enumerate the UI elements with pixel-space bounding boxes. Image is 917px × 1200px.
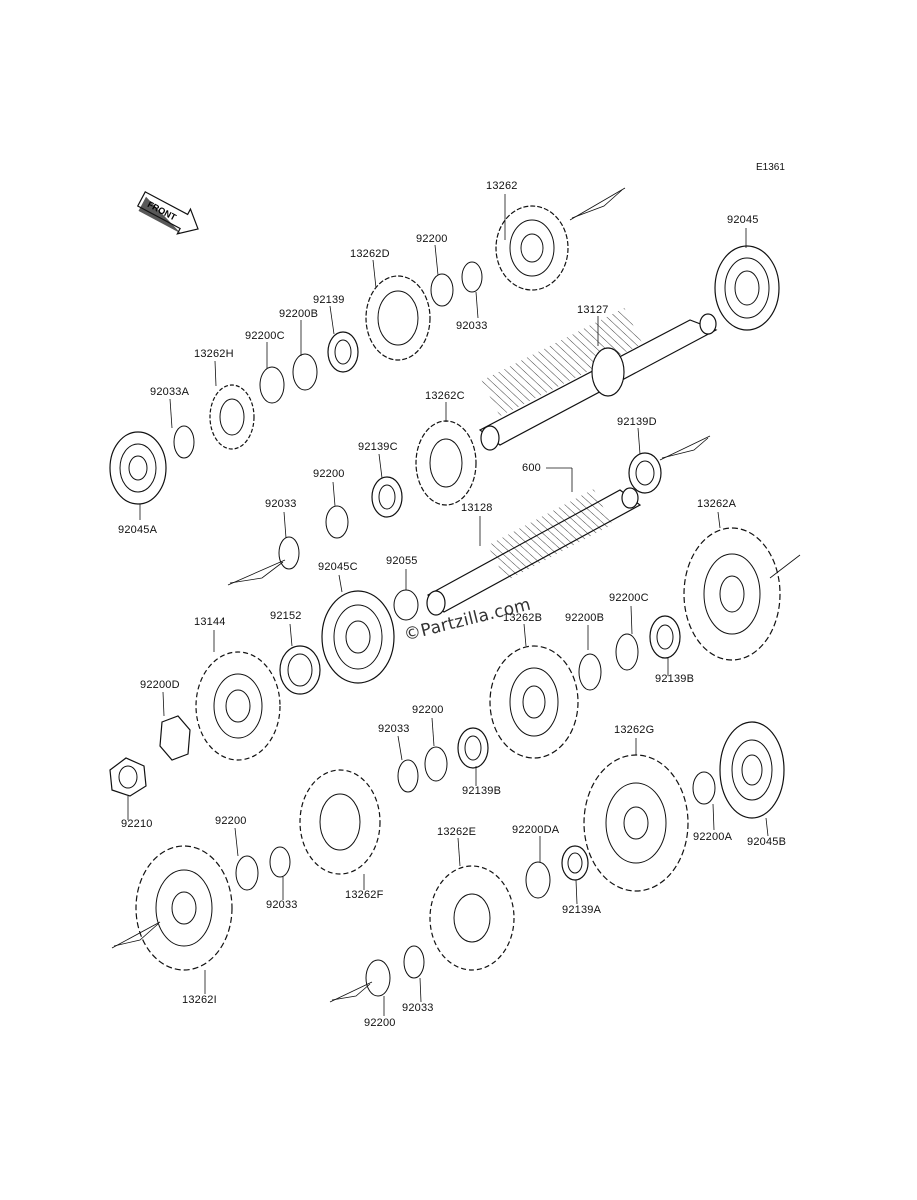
- shaft-13127: [478, 307, 718, 451]
- callout-13262E[interactable]: 13262E: [437, 826, 477, 838]
- callout-92200DA[interactable]: 92200DA: [512, 824, 560, 836]
- gear-13262F: [299, 769, 381, 875]
- gear-13262A: [683, 527, 781, 661]
- washer-92200-mid: [325, 505, 349, 539]
- washer-92200C-lower: [615, 633, 639, 671]
- circlip-92033-top: [461, 261, 483, 293]
- callout-92200C-lower[interactable]: 92200C: [609, 592, 649, 604]
- needle-bearing-92139: [327, 331, 359, 373]
- bushing-92139A: [561, 845, 589, 881]
- gear-13262G: [583, 754, 689, 892]
- diagram-code: E1361: [756, 162, 785, 173]
- callout-92033-top[interactable]: 92033: [456, 320, 488, 332]
- washer-92200DA: [525, 861, 551, 899]
- callout-92200B-top[interactable]: 92200B: [279, 308, 319, 320]
- callout-92200C-top[interactable]: 92200C: [245, 330, 285, 342]
- callout-92055[interactable]: 92055: [386, 555, 418, 567]
- washer-92200-lower-left: [235, 855, 259, 891]
- washer-92200B: [292, 353, 318, 391]
- callout-92139A[interactable]: 92139A: [562, 904, 602, 916]
- callout-92200A[interactable]: 92200A: [693, 831, 733, 843]
- axis-arrows: [111, 187, 801, 1003]
- circlip-92033A: [173, 425, 195, 459]
- callout-92033A[interactable]: 92033A: [150, 386, 190, 398]
- circlip-92033-mid: [278, 536, 300, 570]
- nut-92210: [109, 757, 147, 797]
- bearing-92045C: [321, 590, 395, 684]
- callout-92200-top[interactable]: 92200: [416, 233, 448, 245]
- circlip-92033-lower-left: [269, 846, 291, 878]
- bushing-92139D: [628, 452, 662, 494]
- callout-92200D[interactable]: 92200D: [140, 679, 180, 691]
- callout-92152[interactable]: 92152: [270, 610, 302, 622]
- bearing-92045: [714, 245, 780, 331]
- callout-92200B-lower[interactable]: 92200B: [565, 612, 605, 624]
- callout-13262G[interactable]: 13262G: [614, 724, 655, 736]
- bearing-92045B: [719, 721, 785, 819]
- callout-92139D[interactable]: 92139D: [617, 416, 657, 428]
- callout-13127[interactable]: 13127: [577, 304, 609, 316]
- gear-13262C: [415, 420, 477, 506]
- callout-92045C[interactable]: 92045C: [318, 561, 358, 573]
- circlip-92033-bottom: [403, 945, 425, 979]
- washer-92200-bottom: [365, 959, 391, 997]
- callout-92200-lower-mid[interactable]: 92200: [412, 704, 444, 716]
- callout-92033-lower-mid[interactable]: 92033: [378, 723, 410, 735]
- callout-92139C[interactable]: 92139C: [358, 441, 398, 453]
- callout-13262C[interactable]: 13262C: [425, 390, 465, 402]
- callout-92033-lower-left[interactable]: 92033: [266, 899, 298, 911]
- washer-92200-top: [430, 273, 454, 307]
- gear-13262H: [209, 384, 255, 450]
- circlip-92033-lower-mid: [397, 759, 419, 793]
- collar-92152: [279, 645, 321, 695]
- callout-92045A[interactable]: 92045A: [118, 524, 158, 536]
- callout-92210[interactable]: 92210: [121, 818, 153, 830]
- callout-13262B[interactable]: 13262B: [503, 612, 543, 624]
- callout-92033-bottom[interactable]: 92033: [402, 1002, 434, 1014]
- lock-washer-92200D: [159, 715, 191, 761]
- needle-bearing-92139B-middle: [457, 727, 489, 769]
- callout-13262I[interactable]: 13262I: [182, 994, 217, 1006]
- washer-92200C: [259, 366, 285, 404]
- leader-lines: [127, 194, 769, 1016]
- washer-92200-lower-mid: [424, 746, 448, 782]
- callout-13262[interactable]: 13262: [486, 180, 518, 192]
- gear-13262B: [489, 645, 579, 759]
- needle-bearing-92139B-right: [649, 615, 681, 659]
- callout-92139[interactable]: 92139: [313, 294, 345, 306]
- callout-13262H[interactable]: 13262H: [194, 348, 234, 360]
- shaft-13128: [426, 487, 642, 616]
- front-arrow-icon: FRONT: [136, 191, 199, 235]
- bearing-92045A: [109, 431, 167, 505]
- callout-92200-bottom[interactable]: 92200: [364, 1017, 396, 1029]
- callout-13262F[interactable]: 13262F: [345, 889, 384, 901]
- callout-13262A[interactable]: 13262A: [697, 498, 737, 510]
- gear-13262E: [429, 865, 515, 971]
- gear-13262D: [365, 275, 431, 361]
- gear-13262: [495, 205, 569, 291]
- callout-13262D[interactable]: 13262D: [350, 248, 390, 260]
- callout-92139B-right[interactable]: 92139B: [655, 673, 695, 685]
- washer-92200A: [692, 771, 716, 805]
- callout-92139B-middle[interactable]: 92139B: [462, 785, 502, 797]
- o-ring-92055: [393, 589, 419, 621]
- callout-13128[interactable]: 13128: [461, 502, 493, 514]
- callout-92045[interactable]: 92045: [727, 214, 759, 226]
- callout-13144[interactable]: 13144: [194, 616, 226, 628]
- callout-92033-mid[interactable]: 92033: [265, 498, 297, 510]
- bushing-92139C: [371, 476, 403, 518]
- gear-13262I: [135, 845, 233, 971]
- callout-600[interactable]: 600: [522, 462, 541, 474]
- callout-92200-lower-left[interactable]: 92200: [215, 815, 247, 827]
- callout-92045B[interactable]: 92045B: [747, 836, 787, 848]
- washer-92200B-lower: [578, 653, 602, 691]
- sprocket-13144: [195, 651, 281, 761]
- callout-92200-mid[interactable]: 92200: [313, 468, 345, 480]
